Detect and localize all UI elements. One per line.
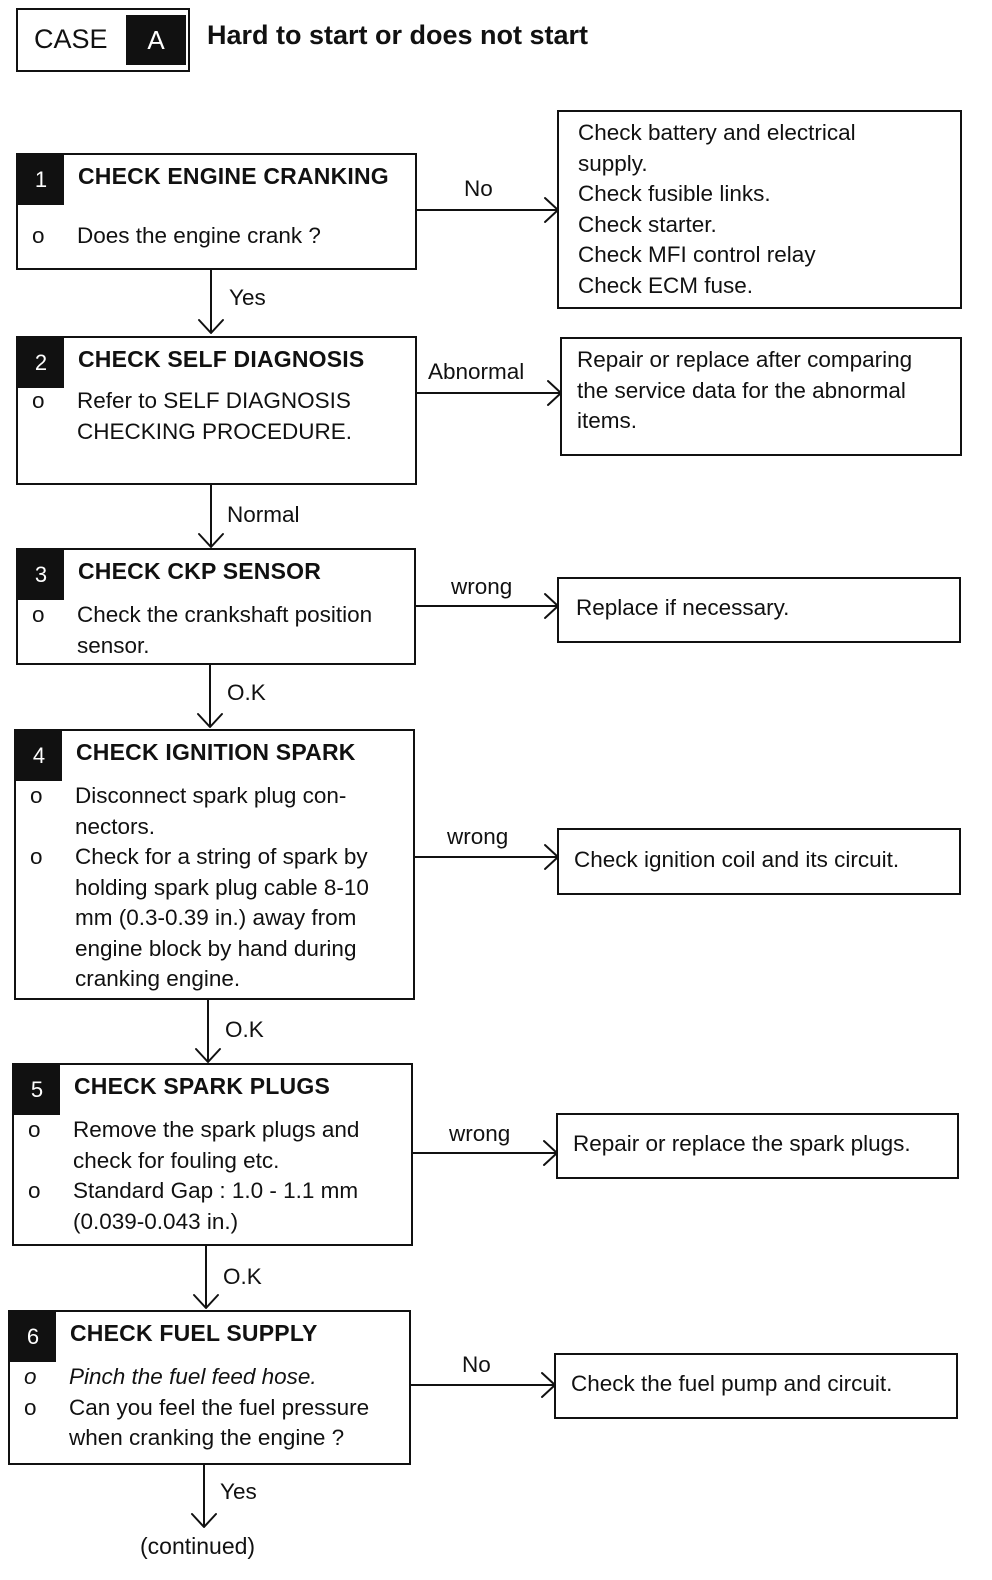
branch-label-abnormal: Abnormal (428, 359, 525, 384)
bullet-item: o Disconnect spark plug con-nectors. (30, 781, 405, 842)
bullet-item: o Check the crankshaft position sensor. (32, 600, 406, 661)
bullet-text: Check for a string of spark by holding s… (75, 844, 369, 991)
step-title: CHECK CKP SENSOR (78, 558, 322, 584)
step-number-badge: 1 (18, 155, 64, 205)
bullet-marker: o (32, 223, 45, 248)
bullet-text: Standard Gap : 1.0 - 1.1 mm (0.039-0.043… (73, 1178, 359, 1234)
continued-note: (continued) (140, 1533, 256, 1559)
page-title: Hard to start or does not start (207, 20, 589, 50)
branch-label-ok: O.K (227, 680, 266, 705)
step-bullets: o Refer to SELF DIAGNOSIS CHECKING PROCE… (32, 386, 407, 447)
bullet-item: o Standard Gap : 1.0 - 1.1 mm (0.039-0.0… (28, 1176, 403, 1237)
branch-label-yes: Yes (220, 1479, 257, 1504)
result-line: Check starter. (578, 211, 717, 237)
bullet-item: o Pinch the fuel feed hose. (24, 1362, 401, 1393)
arrowhead-6-yes (191, 1513, 217, 1528)
bullet-text: Refer to SELF DIAGNOSIS CHECKING PROCEDU… (77, 388, 353, 444)
step-number-badge: 5 (14, 1065, 60, 1115)
result-line: Check battery and electrical (578, 120, 856, 145)
case-label: CASE (34, 24, 108, 54)
bullet-item: o Does the engine crank ? (32, 221, 407, 252)
result-line: items. (577, 408, 638, 433)
branch-label-no: No (462, 1352, 491, 1377)
bullet-marker: o (30, 783, 43, 808)
bullet-text: Remove the spark plugs and check for fou… (73, 1117, 360, 1173)
bullet-marker: o (28, 1178, 41, 1203)
result-box-6: Check the fuel pump and circuit. (554, 1353, 958, 1419)
step-box-3: 3 CHECK CKP SENSOR o Check the crankshaf… (16, 548, 416, 665)
result-line: supply. (578, 150, 648, 176)
bullet-text: Can you feel the fuel pressure when cran… (69, 1394, 370, 1451)
bullet-item: o Remove the spark plugs and check for f… (28, 1115, 403, 1176)
step-title: CHECK SELF DIAGNOSIS (78, 346, 365, 372)
bullet-marker: o (24, 1364, 37, 1389)
step-title: CHECK SPARK PLUGS (74, 1073, 330, 1099)
bullet-text: Check the crankshaft position sensor. (77, 602, 373, 658)
branch-label-normal: Normal (227, 502, 300, 527)
step-number-badge: 6 (10, 1312, 56, 1362)
branch-label-wrong: wrong (451, 574, 513, 599)
bullet-marker: o (32, 388, 45, 413)
step-bullets: o Does the engine crank ? (32, 221, 407, 252)
result-line: Check the fuel pump and circuit. (571, 1371, 893, 1396)
result-line: Check MFI control relay (578, 242, 816, 267)
result-line: Replace if necessary. (576, 595, 790, 620)
step-title: CHECK IGNITION SPARK (76, 739, 356, 765)
step-bullets: o Remove the spark plugs and check for f… (28, 1115, 403, 1237)
branch-label-ok: O.K (223, 1264, 262, 1289)
bullet-item: o Refer to SELF DIAGNOSIS CHECKING PROCE… (32, 386, 407, 447)
step-bullets: o Disconnect spark plug con-nectors. o C… (30, 781, 405, 995)
bullet-marker: o (28, 1117, 41, 1142)
result-line: Check fusible links. (578, 181, 771, 206)
step-box-5: 5 CHECK SPARK PLUGS o Remove the spark p… (12, 1063, 413, 1246)
bullet-text: Disconnect spark plug con-nectors. (75, 783, 347, 839)
step-number-badge: 3 (18, 550, 64, 600)
case-label-box: CASE A (16, 8, 190, 72)
step-title: CHECK FUEL SUPPLY (70, 1320, 318, 1346)
arrowhead-2-normal (198, 533, 224, 548)
case-letter-badge: A (126, 15, 186, 65)
step-bullets: o Pinch the fuel feed hose. o Can you fe… (24, 1362, 401, 1454)
step-bullets: o Check the crankshaft position sensor. (32, 600, 406, 661)
branch-label-yes: Yes (229, 285, 266, 310)
result-line: Check ECM fuse. (578, 272, 754, 298)
step-number-badge: 4 (16, 731, 62, 781)
bullet-marker: o (32, 602, 45, 627)
result-line: Repair or replace the spark plugs. (573, 1131, 911, 1156)
bullet-marker: o (30, 844, 43, 869)
arrowhead-1-yes (198, 319, 224, 334)
result-box-4: Check ignition coil and its circuit. (557, 828, 961, 895)
arrowhead-3-ok (197, 713, 223, 728)
arrowhead-5-ok (193, 1294, 219, 1309)
step-box-2: 2 CHECK SELF DIAGNOSIS o Refer to SELF D… (16, 336, 417, 485)
bullet-item: o Can you feel the fuel pressure when cr… (24, 1393, 401, 1454)
bullet-text: Does the engine crank ? (77, 223, 321, 248)
result-line: Check ignition coil and its circuit. (574, 847, 900, 872)
result-box-3: Replace if necessary. (557, 577, 961, 643)
branch-label-ok: O.K (225, 1017, 264, 1042)
result-line: the service data for the abnormal (577, 377, 906, 403)
step-title: CHECK ENGINE CRANKING (78, 163, 389, 189)
branch-label-no: No (464, 176, 493, 201)
branch-label-wrong: wrong (447, 824, 509, 849)
bullet-text: Pinch the fuel feed hose. (69, 1364, 317, 1389)
step-box-4: 4 CHECK IGNITION SPARK o Disconnect spar… (14, 729, 415, 1000)
result-box-5: Repair or replace the spark plugs. (556, 1113, 959, 1179)
result-line: Repair or replace after comparing (577, 347, 913, 372)
bullet-item: o Check for a string of spark by holding… (30, 842, 405, 995)
step-box-1: 1 CHECK ENGINE CRANKING o Does the engin… (16, 153, 417, 270)
bullet-marker: o (24, 1394, 37, 1420)
arrowhead-4-ok (195, 1048, 221, 1063)
result-box-1: Check battery and electrical supply. Che… (557, 110, 962, 309)
step-number-badge: 2 (18, 338, 64, 388)
branch-label-wrong: wrong (449, 1121, 511, 1146)
step-box-6: 6 CHECK FUEL SUPPLY o Pinch the fuel fee… (8, 1310, 411, 1465)
result-box-2: Repair or replace after comparing the se… (560, 337, 962, 456)
